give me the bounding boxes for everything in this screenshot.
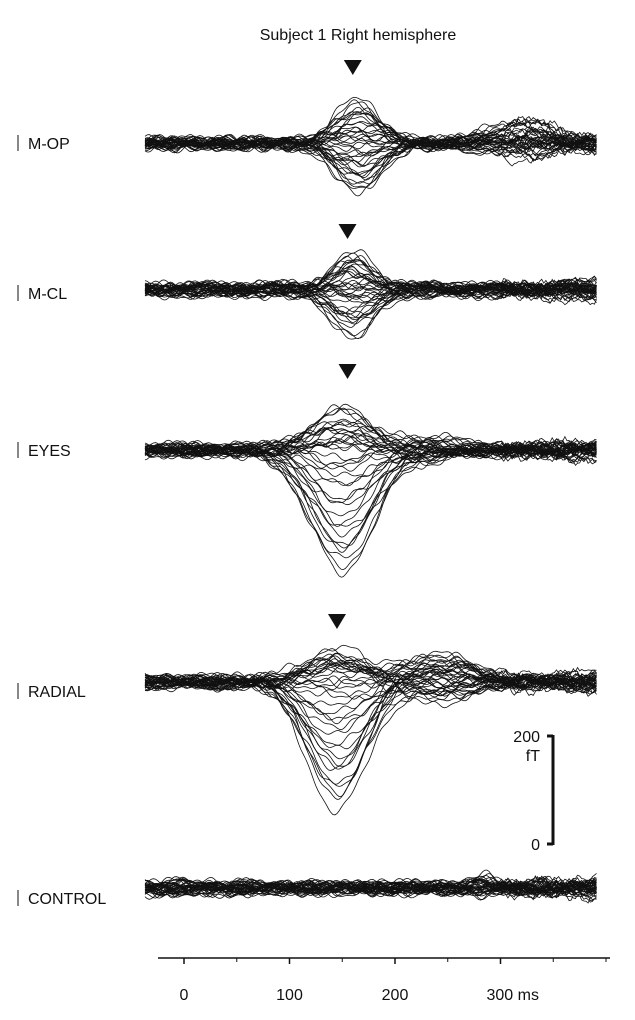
waveform-trace — [144, 878, 597, 899]
waveform-trace — [144, 259, 597, 296]
amplitude-scale-bar: 200 fT 0 — [513, 729, 555, 854]
panel-label-radial: RADIAL — [28, 684, 86, 701]
scale-bar-top-label: 200 — [513, 729, 540, 746]
panel-label-control: CONTROL — [28, 891, 106, 908]
peak-marker — [343, 60, 362, 75]
panel-label-m-cl: M-CL — [28, 286, 67, 303]
panel-label-m-op: M-OP — [28, 136, 70, 153]
waveform-trace — [144, 99, 597, 150]
waveform-trace — [144, 255, 597, 298]
waveform-trace — [144, 446, 597, 571]
waveform-trace — [144, 403, 597, 457]
waveform-trace — [144, 652, 597, 694]
panels: M-OP M-CL EYES RADIAL CONTROL — [17, 60, 597, 908]
x-tick-label: 300 ms — [487, 987, 539, 1004]
panel-control: CONTROL — [17, 869, 597, 908]
panel-m-op: M-OP — [17, 60, 597, 197]
waveform-trace — [144, 440, 597, 461]
x-axis: 0 100 200 300 ms — [158, 957, 610, 1004]
waveform-trace — [144, 644, 597, 697]
waveform-trace — [144, 879, 597, 898]
panel-m-cl: M-CL — [17, 224, 597, 340]
waveform-trace — [144, 658, 597, 690]
waveform-trace — [144, 420, 597, 457]
waveform-trace — [144, 875, 597, 892]
x-tick-label: 0 — [180, 987, 189, 1004]
waveform-trace — [144, 648, 597, 692]
waveform-trace — [144, 286, 597, 340]
waveform-trace — [144, 135, 597, 161]
waveform-trace — [144, 665, 597, 693]
waveform-trace — [144, 249, 597, 294]
waveform-trace — [144, 259, 597, 302]
figure-title: Subject 1 Right hemisphere — [260, 27, 457, 44]
x-tick-label: 100 — [276, 987, 303, 1004]
waveform-trace — [144, 265, 597, 301]
waveform-trace — [144, 101, 597, 162]
waveform-trace — [144, 408, 597, 456]
waveform-trace — [144, 873, 597, 893]
peak-marker — [338, 364, 357, 379]
waveform-trace — [144, 263, 597, 294]
peak-marker — [338, 224, 357, 239]
waveform-trace — [144, 651, 597, 685]
waveform-trace — [144, 446, 597, 559]
panel-radial: RADIAL — [17, 614, 597, 816]
scale-bar-bottom-label: 0 — [531, 837, 540, 854]
waveform-trace — [144, 111, 597, 153]
x-tick-label: 200 — [382, 987, 409, 1004]
waveform-trace — [144, 446, 597, 546]
waveform-trace — [144, 120, 597, 168]
waveform-trace — [144, 255, 597, 298]
waveform-trace — [144, 96, 597, 150]
waveform-trace — [144, 659, 597, 695]
scale-bar-unit-label: fT — [526, 748, 540, 765]
waveform-trace — [144, 434, 597, 456]
peak-marker — [327, 614, 346, 629]
waveform-trace — [144, 270, 597, 296]
waveform-trace — [144, 126, 597, 151]
waveform-trace — [144, 115, 597, 148]
panel-label-eyes: EYES — [28, 443, 71, 460]
waveform-trace — [144, 404, 597, 458]
waveform-trace — [144, 116, 597, 161]
waveform-trace — [144, 432, 597, 506]
panel-eyes: EYES — [17, 364, 597, 578]
